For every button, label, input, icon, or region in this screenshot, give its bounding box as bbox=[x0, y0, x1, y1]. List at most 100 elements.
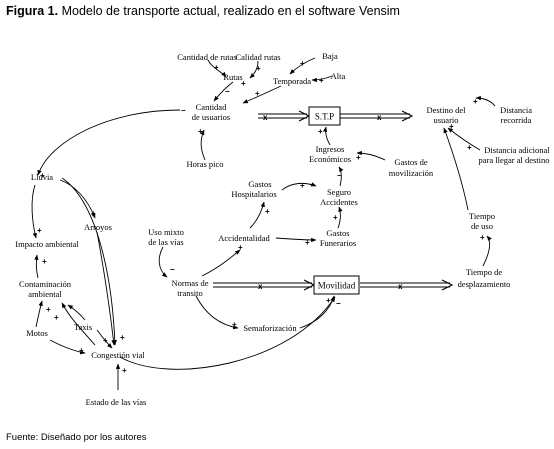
node-cantidad-usuarios-line1: Cantidad bbox=[196, 102, 227, 112]
svg-text:+: + bbox=[326, 296, 331, 305]
node-distancia-adicional-line2: para llegar al destino bbox=[478, 155, 549, 165]
stock-movilidad-label: Movilidad bbox=[318, 281, 356, 291]
figure-title: Figura 1. Modelo de transporte actual, r… bbox=[6, 4, 400, 18]
flow-movilidad-to-tiempo: x bbox=[360, 279, 454, 291]
svg-text:+: + bbox=[356, 153, 361, 162]
svg-text:x: x bbox=[398, 282, 403, 291]
svg-text:+: + bbox=[238, 243, 243, 252]
node-motos: Motos bbox=[26, 328, 48, 338]
polarity-signs: + + − + + + + − + + + + + + + − + + + + … bbox=[37, 59, 485, 375]
stock-stp: S.T.P bbox=[308, 106, 341, 126]
node-arroyos: Arroyos bbox=[84, 222, 112, 232]
node-contaminacion-line1: Contaminación bbox=[19, 279, 72, 289]
node-uso-mixto-line1: Uso mixto bbox=[148, 227, 184, 237]
svg-text:+: + bbox=[467, 143, 472, 152]
svg-text:−: − bbox=[337, 171, 342, 180]
node-accidentalidad: Accidentalidad bbox=[218, 233, 270, 243]
node-destino-usuario-line2: usuario bbox=[433, 115, 458, 125]
svg-text:−: − bbox=[225, 87, 230, 96]
svg-text:+: + bbox=[256, 64, 261, 73]
node-congestion-vial: Congestión vial bbox=[91, 350, 145, 360]
node-temporada: Temporada bbox=[273, 76, 311, 86]
figure-source: Fuente: Diseñado por los autores bbox=[6, 432, 147, 443]
node-horas-pico: Horas pico bbox=[186, 159, 223, 169]
node-lluvia: Lluvia bbox=[31, 172, 53, 182]
node-distancia-recorrida-line1: Distancia bbox=[500, 105, 532, 115]
node-normas-transito-line1: Normas de bbox=[171, 278, 208, 288]
svg-text:+: + bbox=[305, 238, 310, 247]
node-uso-mixto-line2: de las vías bbox=[148, 237, 183, 247]
node-cantidad-usuarios-line2: de usuarios bbox=[192, 112, 230, 122]
node-taxis: Taxis bbox=[74, 322, 92, 332]
flow-stp-to-destino: x bbox=[340, 110, 414, 122]
svg-text:+: + bbox=[54, 313, 59, 322]
node-ingresos-line1: Ingresos bbox=[316, 144, 345, 154]
svg-text:+: + bbox=[255, 89, 260, 98]
svg-text:+: + bbox=[265, 207, 270, 216]
figure-title-text: Modelo de transporte actual, realizado e… bbox=[61, 4, 400, 18]
svg-text:+: + bbox=[319, 76, 324, 85]
svg-text:−: − bbox=[170, 265, 175, 274]
svg-text:+: + bbox=[46, 305, 51, 314]
svg-text:+: + bbox=[241, 79, 246, 88]
node-estado-vias: Estado de las vías bbox=[86, 397, 147, 407]
node-gastos-movilizacion-line1: Gastos de bbox=[394, 157, 428, 167]
svg-text:+: + bbox=[318, 127, 323, 136]
svg-text:+: + bbox=[198, 127, 203, 136]
node-alta: Alta bbox=[331, 71, 346, 81]
svg-text:x: x bbox=[263, 113, 268, 122]
svg-text:+: + bbox=[42, 257, 47, 266]
svg-text:+: + bbox=[122, 366, 127, 375]
svg-text:+: + bbox=[37, 226, 42, 235]
svg-text:+: + bbox=[300, 181, 305, 190]
svg-text:+: + bbox=[79, 346, 84, 355]
node-gastos-movilizacion-line2: movilización bbox=[389, 168, 434, 178]
node-rutas: Rutas bbox=[223, 72, 242, 82]
node-impacto-ambiental: Impacto ambiental bbox=[15, 239, 79, 249]
node-seguro-accidentes-line2: Accidentes bbox=[320, 197, 358, 207]
stock-movilidad: Movilidad bbox=[313, 275, 360, 295]
figure-label: Figura 1. bbox=[6, 4, 59, 18]
node-baja: Baja bbox=[322, 51, 338, 61]
node-calidad-rutas: Calidad rutas bbox=[235, 52, 280, 62]
node-gastos-funerarios-line2: Funerarios bbox=[320, 238, 356, 248]
node-semaforizacion: Semaforización bbox=[243, 323, 297, 333]
node-destino-usuario-line1: Destino del bbox=[427, 105, 467, 115]
svg-text:+: + bbox=[333, 213, 338, 222]
svg-text:−: − bbox=[181, 106, 186, 115]
svg-text:x: x bbox=[377, 113, 382, 122]
svg-text:+: + bbox=[214, 63, 219, 72]
node-distancia-adicional-line1: Distancia adicional bbox=[484, 145, 550, 155]
svg-text:+: + bbox=[40, 171, 45, 180]
node-tiempo-desplazamiento-line1: Tiempo de bbox=[466, 267, 503, 277]
node-gastos-funerarios-line1: Gastos bbox=[326, 228, 349, 238]
svg-text:+: + bbox=[103, 336, 108, 345]
node-gastos-hospitalarios-line1: Gastos bbox=[248, 179, 271, 189]
stock-stp-label: S.T.P bbox=[315, 112, 334, 122]
svg-text:+: + bbox=[300, 59, 305, 68]
svg-text:+: + bbox=[480, 233, 485, 242]
node-normas-transito-line2: transito bbox=[177, 288, 203, 298]
svg-text:+: + bbox=[120, 333, 125, 342]
node-tiempo-uso-line2: de uso bbox=[471, 221, 493, 231]
svg-text:x: x bbox=[258, 282, 263, 291]
node-seguro-accidentes-line1: Seguro bbox=[327, 187, 351, 197]
node-ingresos-line2: Económicos bbox=[309, 154, 351, 164]
svg-text:+: + bbox=[91, 209, 96, 218]
svg-text:+: + bbox=[473, 97, 478, 106]
flow-usuarios-to-stp: x bbox=[258, 110, 311, 122]
flow-normas-to-movilidad: x bbox=[213, 279, 316, 291]
causal-links bbox=[31, 57, 496, 390]
svg-text:+: + bbox=[232, 320, 237, 329]
node-contaminacion-line2: ambiental bbox=[28, 289, 62, 299]
node-cantidad-rutas: Cantidad de rutas bbox=[177, 52, 236, 62]
node-tiempo-uso-line1: Tiempo bbox=[469, 211, 495, 221]
node-distancia-recorrida-line2: recorrida bbox=[501, 115, 532, 125]
variable-labels: Cantidad de rutas Calidad rutas Rutas Ba… bbox=[15, 51, 550, 407]
node-gastos-hospitalarios-line2: Hospitalarios bbox=[231, 189, 276, 199]
node-tiempo-desplazamiento-line2: desplazamiento bbox=[458, 279, 511, 289]
svg-text:−: − bbox=[336, 299, 341, 308]
svg-text:+: + bbox=[449, 122, 454, 131]
